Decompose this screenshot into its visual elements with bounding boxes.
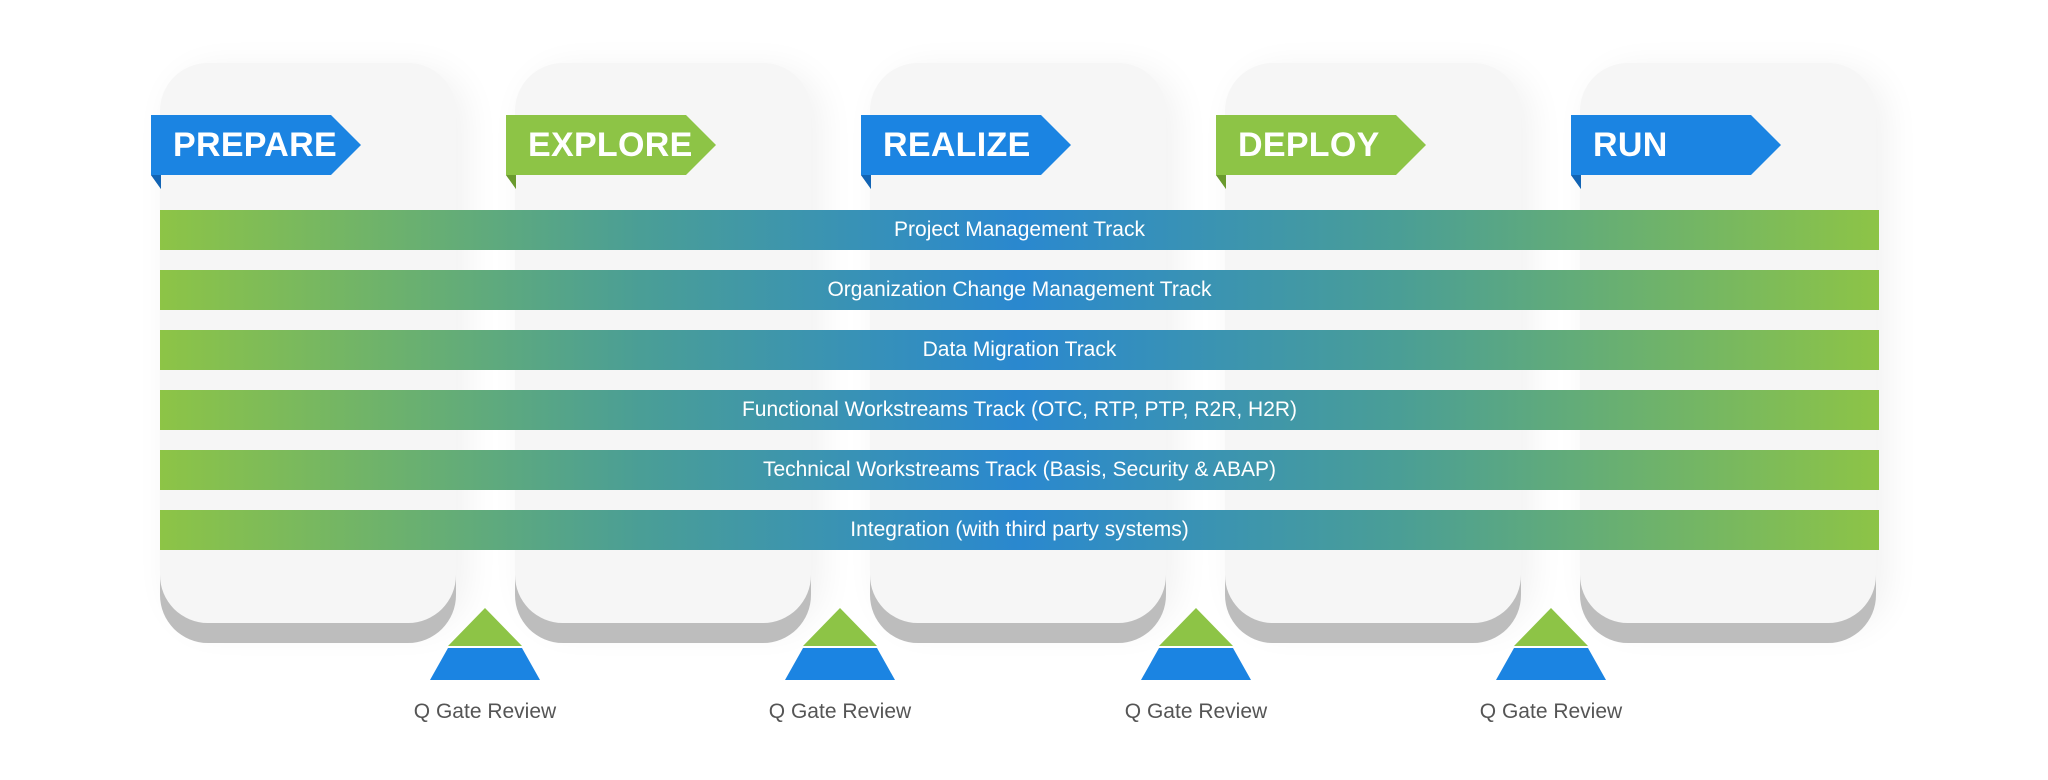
track-technical-workstreams: Technical Workstreams Track (Basis, Secu…	[160, 450, 1879, 490]
phase-label: EXPLORE	[528, 126, 693, 164]
phase-tab-run: RUN	[1571, 115, 1781, 190]
phase-label: RUN	[1593, 126, 1668, 164]
track-integration: Integration (with third party systems)	[160, 510, 1879, 550]
pyramid-icon	[1496, 608, 1606, 680]
q-gate-label: Q Gate Review	[413, 700, 557, 723]
phase-label: DEPLOY	[1238, 126, 1380, 164]
q-gate-label: Q Gate Review	[768, 700, 912, 723]
pyramid-icon	[785, 608, 895, 680]
phase-tab-prepare: PREPARE	[151, 115, 361, 190]
pyramid-icon	[1141, 608, 1251, 680]
phase-label: REALIZE	[883, 126, 1031, 164]
pyramid-icon	[430, 608, 540, 680]
q-gate-2: Q Gate Review	[750, 608, 930, 733]
track-data-migration: Data Migration Track	[160, 330, 1879, 370]
track-organization-change-management: Organization Change Management Track	[160, 270, 1879, 310]
q-gate-1: Q Gate Review	[395, 608, 575, 733]
track-project-management: Project Management Track	[160, 210, 1879, 250]
q-gate-4: Q Gate Review	[1461, 608, 1641, 733]
q-gate-3: Q Gate Review	[1106, 608, 1286, 733]
phase-tab-realize: REALIZE	[861, 115, 1071, 190]
q-gate-label: Q Gate Review	[1124, 700, 1268, 723]
track-functional-workstreams: Functional Workstreams Track (OTC, RTP, …	[160, 390, 1879, 430]
phase-label: PREPARE	[173, 126, 337, 164]
phase-tab-explore: EXPLORE	[506, 115, 716, 190]
q-gate-label: Q Gate Review	[1479, 700, 1623, 723]
phase-tab-deploy: DEPLOY	[1216, 115, 1426, 190]
